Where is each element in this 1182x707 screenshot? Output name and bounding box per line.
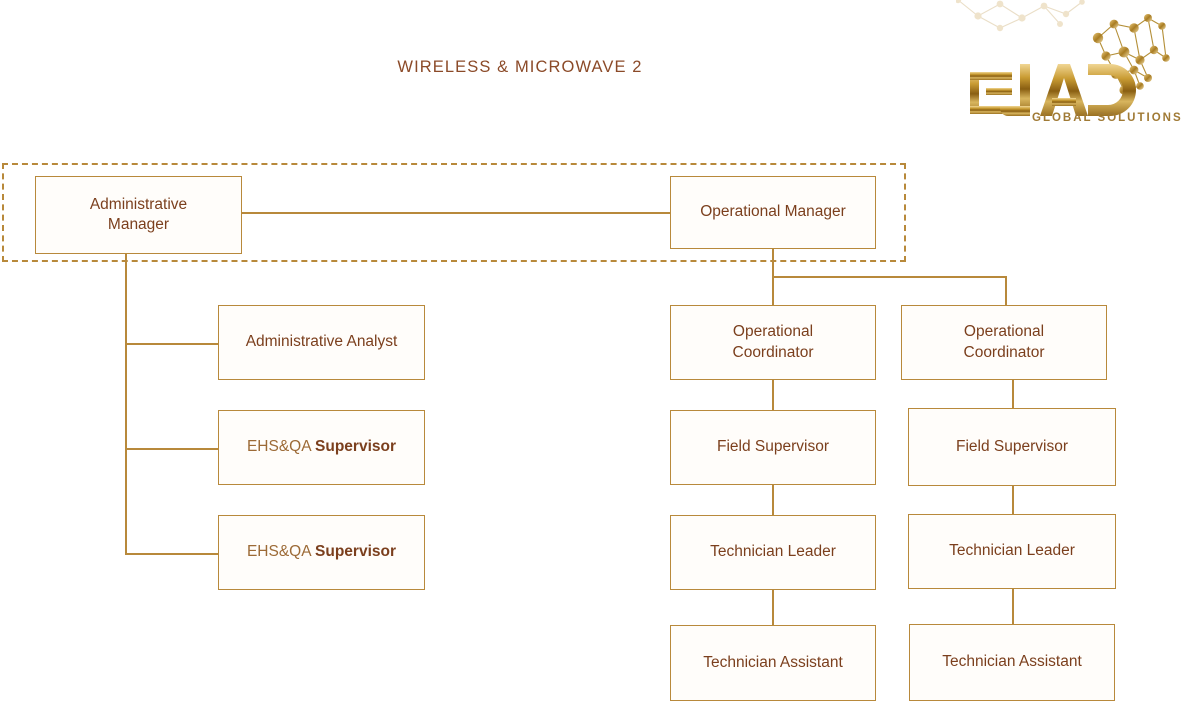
node-label: Administrative Manager [89, 195, 188, 233]
connector-admin-to-ehsqa-1 [125, 448, 219, 450]
connector-opmgr-split [772, 276, 1006, 278]
node-operational-coordinator-2[interactable]: Operational Coordinator [901, 305, 1107, 380]
node-technician-assistant-2[interactable]: Technician Assistant [909, 624, 1115, 701]
node-label: Administrative Analyst [245, 333, 398, 351]
node-label: Technician Assistant [942, 653, 1082, 671]
node-label: Technician Assistant [703, 653, 843, 671]
connector-leader2-to-assistant2 [1012, 589, 1014, 624]
node-label: EHS&QA Supervisor [246, 543, 397, 561]
node-administrative-analyst[interactable]: Administrative Analyst [218, 305, 425, 380]
node-label: Operational Manager [700, 203, 846, 221]
node-technician-leader-2[interactable]: Technician Leader [908, 514, 1116, 589]
node-label: EHS&QA Supervisor [246, 438, 397, 456]
connector-admin-to-operational [241, 212, 671, 214]
connector-field2-to-leader2 [1012, 486, 1014, 514]
node-administrative-manager[interactable]: Administrative Manager [35, 176, 242, 254]
node-operational-manager[interactable]: Operational Manager [670, 176, 876, 249]
node-label: Field Supervisor [717, 438, 829, 456]
connector-leader1-to-assistant1 [772, 590, 774, 625]
node-label: Operational Coordinator [732, 323, 814, 361]
node-ehsqa-supervisor-2[interactable]: EHS&QA Supervisor [218, 515, 425, 590]
page-title: WIRELESS & MICROWAVE 2 [397, 58, 643, 76]
node-label: Technician Leader [710, 543, 836, 561]
node-technician-leader-1[interactable]: Technician Leader [670, 515, 876, 590]
node-label: Operational Coordinator [963, 323, 1045, 361]
brand-logo: GLOBAL SOLUTIONS [948, 0, 1182, 140]
connector-coordinator1-to-field1 [772, 380, 774, 410]
ejad-logo-icon [970, 14, 1170, 116]
brand-tagline: GLOBAL SOLUTIONS [1032, 112, 1182, 124]
network-decoration-icon [956, 0, 1085, 32]
node-operational-coordinator-1[interactable]: Operational Coordinator [670, 305, 876, 380]
node-label: Field Supervisor [956, 437, 1068, 455]
node-field-supervisor-2[interactable]: Field Supervisor [908, 408, 1116, 486]
node-field-supervisor-1[interactable]: Field Supervisor [670, 410, 876, 485]
node-technician-assistant-1[interactable]: Technician Assistant [670, 625, 876, 701]
connector-coordinator2-to-field2 [1012, 380, 1014, 408]
node-ehsqa-supervisor-1[interactable]: EHS&QA Supervisor [218, 410, 425, 485]
connector-field1-to-leader1 [772, 485, 774, 515]
connector-admin-trunk [125, 254, 127, 554]
connector-opmgr-to-coordinator-2 [1005, 276, 1007, 306]
connector-admin-to-analyst [125, 343, 219, 345]
top-level-group-boundary [2, 163, 906, 262]
node-label: Technician Leader [949, 542, 1075, 560]
connector-admin-to-ehsqa-2 [125, 553, 219, 555]
